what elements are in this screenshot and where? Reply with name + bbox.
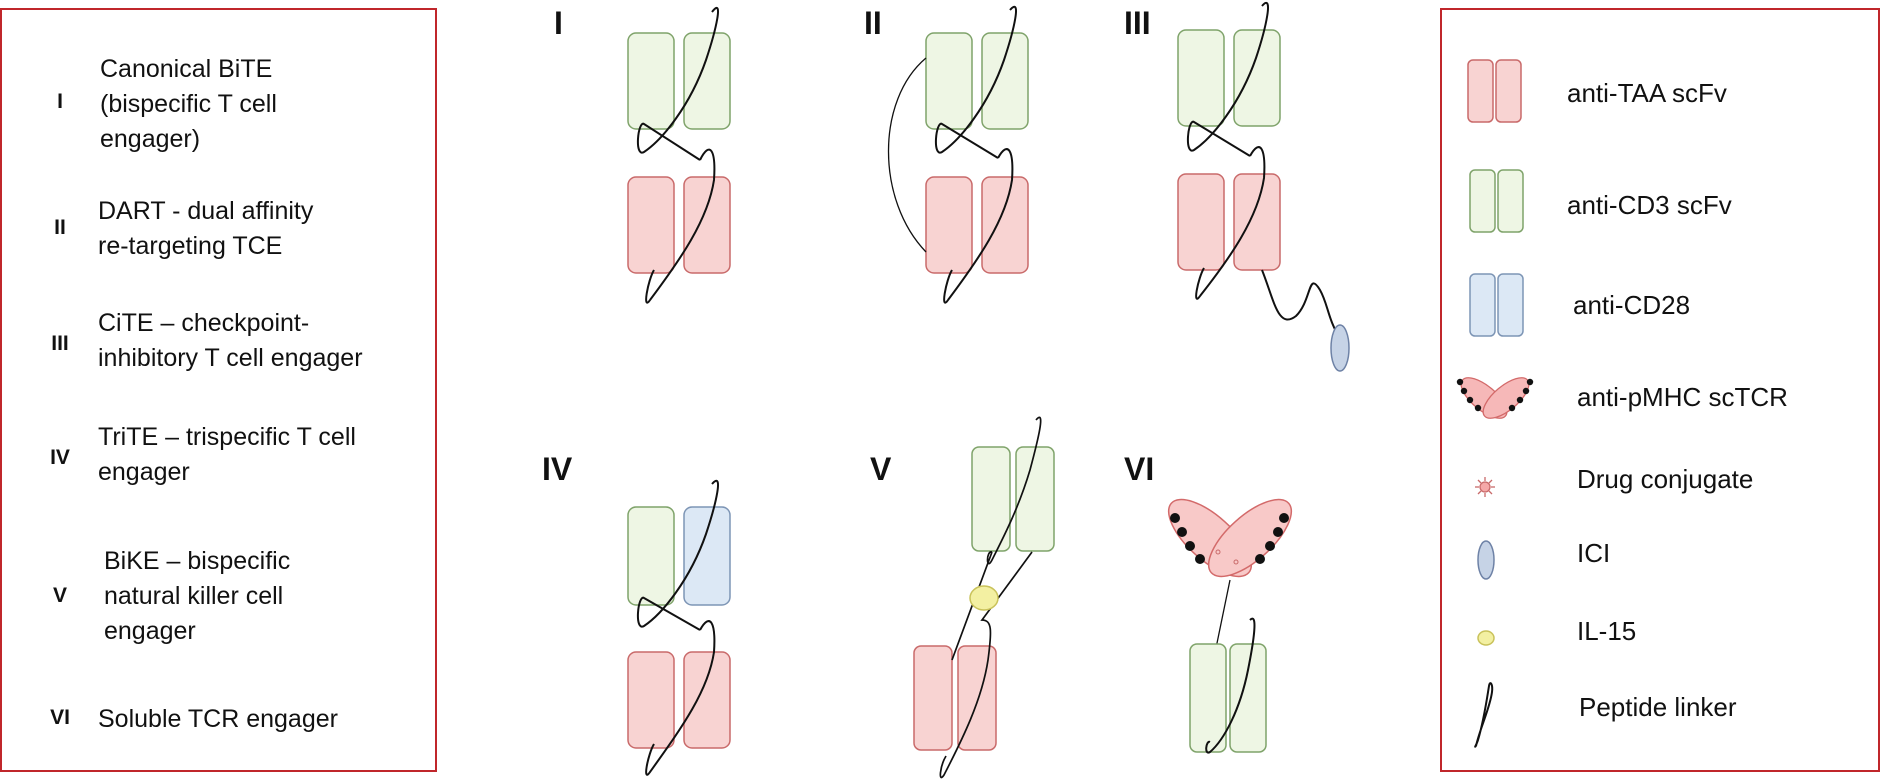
- anti-cd3-scfv-icon: [1469, 169, 1524, 233]
- engager-numeral: I: [57, 90, 63, 113]
- structure-ii: II: [864, 5, 1029, 304]
- engager-numeral: III: [51, 332, 69, 355]
- engager-numeral: V: [52, 584, 67, 607]
- structure-vi: VI: [1124, 451, 1293, 754]
- anti-taa-scfv-icon: [1467, 59, 1522, 123]
- engager-description: CiTE – checkpoint- inhibitory T cell eng…: [98, 309, 363, 372]
- legend-label-anti-taa: anti-TAA scFv: [1567, 78, 1727, 108]
- ici-icon: [1477, 540, 1495, 580]
- il-15-icon: [1477, 630, 1495, 646]
- legend-label-anti-cd3: anti-CD3 scFv: [1567, 190, 1732, 220]
- drug-conjugate-icon: [1475, 477, 1495, 497]
- legend-label-peptide-linker: Peptide linker: [1579, 692, 1737, 722]
- engager-numeral: II: [54, 216, 66, 239]
- engager-list-panel: I Canonical BiTE (bispecific T cell enga…: [0, 8, 437, 772]
- legend-label-anti-cd28: anti-CD28: [1573, 290, 1691, 320]
- legend-icons: [1456, 59, 1534, 748]
- structure-i: I: [554, 5, 731, 304]
- engager-description: BiKE – bispecific natural killer cell en…: [104, 547, 291, 645]
- structure-label: I: [554, 5, 563, 41]
- legend-label-ici: ICI: [1577, 538, 1611, 568]
- peptide-linker-icon: [1474, 682, 1494, 748]
- engager-numeral: VI: [50, 706, 70, 729]
- structure-label: V: [870, 451, 892, 487]
- engager-description: DART - dual affinity re-targeting TCE: [98, 197, 314, 260]
- legend-label-anti-pmhc: anti-pMHC scTCR: [1577, 382, 1788, 412]
- structure-label: IV: [542, 451, 573, 487]
- legend-label-il-15: IL-15: [1577, 616, 1637, 646]
- engager-description: Soluble TCR engager: [98, 705, 338, 733]
- structure-label: II: [864, 5, 882, 41]
- legend-label-drug-conjugate: Drug conjugate: [1577, 464, 1754, 494]
- structure-label: III: [1124, 5, 1151, 41]
- structure-iii: III: [1124, 2, 1350, 372]
- anti-pmhc-sctcr-icon: [1456, 377, 1534, 419]
- legend-panel: anti-TAA scFv anti-CD3 scFv anti-CD28 an…: [1440, 8, 1880, 772]
- engager-numeral: IV: [50, 446, 70, 469]
- structure-v: V: [870, 416, 1055, 779]
- anti-cd28-icon: [1469, 273, 1524, 337]
- engager-description: TriTE – trispecific T cell engager: [98, 423, 356, 486]
- structure-iv: IV: [542, 451, 731, 776]
- engager-description: Canonical BiTE (bispecific T cell engage…: [100, 55, 277, 153]
- structure-label: VI: [1124, 451, 1154, 487]
